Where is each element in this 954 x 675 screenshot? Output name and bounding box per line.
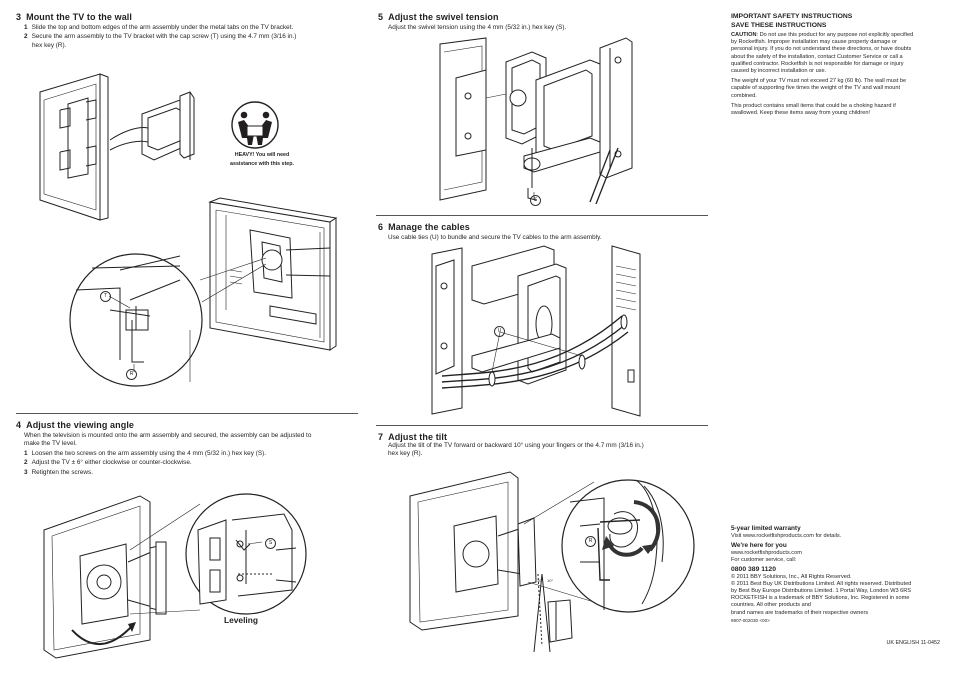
support-title: We're here for you <box>731 542 787 550</box>
step4-illustration <box>40 490 350 660</box>
step5-callout-s: S <box>530 195 541 206</box>
warranty-section: 5-year limited warranty Visit www.rocket… <box>731 525 946 624</box>
step3-callout-t: T <box>100 291 111 302</box>
divider-col1 <box>16 413 358 414</box>
step7-illustration <box>404 462 704 662</box>
weight-paragraph: The weight of your TV must not exceed 27… <box>731 78 907 99</box>
step6-callout-u: U <box>494 326 505 337</box>
choking-paragraph: This product contains small items that c… <box>731 102 896 117</box>
divider-col2-b <box>376 425 708 426</box>
step7-text: Adjust the tilt of the TV forward or bac… <box>388 442 644 458</box>
support-website-link[interactable]: www.rocketfishproducts.com <box>731 550 802 557</box>
heavy-warning-text: HEAVY! You will need assistance with thi… <box>230 152 294 167</box>
step7-callout-r: R <box>585 536 596 547</box>
warranty-title: 5-year limited warranty <box>731 525 801 532</box>
divider-col2-a <box>376 215 708 216</box>
footer-language-code: UK ENGLISH 11-0452 <box>886 640 940 646</box>
safety-subtitle: SAVE THESE INSTRUCTIONS <box>731 22 827 29</box>
leveling-caption: Leveling <box>224 615 258 625</box>
document-code: 6907-002030 <00> <box>731 617 770 623</box>
step4-intro: When the television is mounted onto the … <box>24 432 312 448</box>
tilt-angle-right: 10° <box>547 578 554 583</box>
step3-illustration <box>30 70 360 400</box>
safety-title: IMPORTANT SAFETY INSTRUCTIONS <box>731 13 853 20</box>
step5-text: Adjust the swivel tension using the 4 mm… <box>388 24 567 31</box>
legal-text: © 2011 BBY Solutions, Inc., All Rights R… <box>731 573 912 616</box>
step6-illustration <box>432 246 652 416</box>
step4-callout-s: S <box>265 538 276 549</box>
support-phone: 0800 389 1120 <box>731 565 776 573</box>
warranty-text: Visit www.rocketfishproducts.com for det… <box>731 533 842 539</box>
tilt-angle-left: 10° <box>537 578 544 583</box>
safety-section: IMPORTANT SAFETY INSTRUCTIONS SAVE THESE… <box>731 12 943 117</box>
support-service-label: For customer service, call: <box>731 557 797 564</box>
caution-paragraph: CAUTION: Do not use this product for any… <box>731 32 914 75</box>
step3-callout-r: R <box>126 369 137 380</box>
step5-illustration <box>440 38 700 208</box>
step3-item-2-cont: hex key (R). <box>32 42 67 49</box>
step6-text: Use cable ties (U) to bundle and secure … <box>388 234 602 241</box>
